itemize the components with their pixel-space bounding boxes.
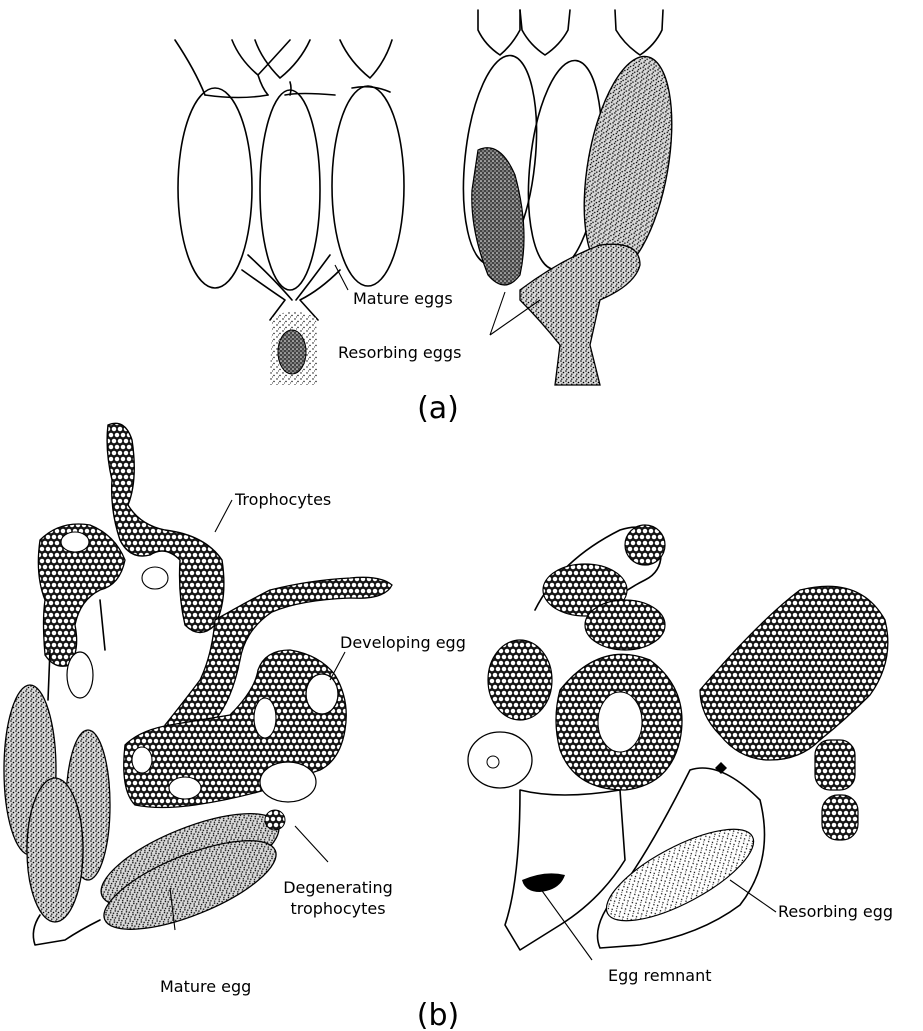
panel-b: Trophocytes Developing egg Degenerating … <box>4 423 893 1031</box>
label-mature-eggs: Mature eggs <box>353 289 453 308</box>
panel-b-left-ovariole <box>4 423 392 947</box>
label-developing-egg: Developing egg <box>340 633 466 652</box>
panel-a: Mature eggs Resorbing eggs (a) <box>175 10 686 426</box>
panel-a-left-ovariole <box>175 40 404 385</box>
caption-panel-b: (b) <box>417 998 459 1031</box>
panel-b-right-ovariole <box>468 525 888 950</box>
label-mature-egg: Mature egg <box>160 977 251 996</box>
label-egg-remnant: Egg remnant <box>608 966 712 985</box>
label-degenerating-line2: trophocytes <box>290 899 385 918</box>
label-degenerating-line1: Degenerating <box>283 878 393 897</box>
label-trophocytes: Trophocytes <box>234 490 331 509</box>
label-resorbing-egg: Resorbing egg <box>778 902 893 921</box>
label-resorbing-eggs: Resorbing eggs <box>338 343 461 362</box>
panel-a-right-ovariole <box>454 10 686 385</box>
caption-panel-a: (a) <box>417 391 459 426</box>
